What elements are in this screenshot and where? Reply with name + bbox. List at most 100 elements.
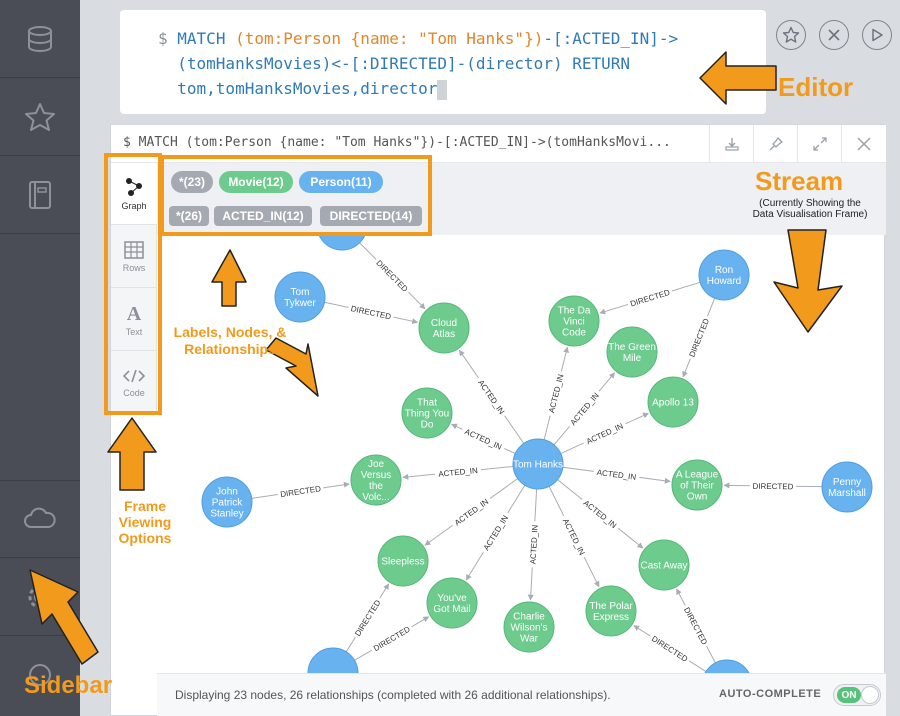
tab-text[interactable]: A Text: [111, 289, 157, 351]
node-caption: Howard: [707, 276, 741, 287]
node-circle[interactable]: [512, 438, 564, 490]
favorite-button[interactable]: [776, 20, 806, 50]
relationship-label-bg: [372, 255, 413, 296]
editor-annotation: Editor: [778, 72, 854, 102]
toggle-knob: [861, 686, 879, 704]
rel-directed-tag[interactable]: DIRECTED(14): [320, 206, 422, 226]
node-caption: Stanley: [210, 509, 243, 520]
relationship-label: DIRECTED: [688, 317, 712, 359]
label-person-pill[interactable]: Person(11): [299, 171, 383, 193]
node-caption: the: [369, 481, 383, 492]
node-caption: Patrick: [212, 498, 244, 509]
movie-node[interactable]: Apollo 13: [647, 376, 699, 428]
clear-x-icon: [828, 29, 840, 41]
node-caption: You've: [437, 593, 467, 604]
sidebar-item-about[interactable]: [0, 636, 80, 714]
tab-code[interactable]: Code: [111, 352, 157, 414]
label-all-pill[interactable]: *(23): [171, 171, 213, 193]
node-circle[interactable]: [274, 271, 326, 323]
label-movie-pill[interactable]: Movie(12): [219, 171, 293, 193]
node-caption: Express: [593, 612, 629, 623]
autocomplete-toggle[interactable]: ON: [833, 684, 881, 706]
sidebar-item-favorites[interactable]: [0, 78, 80, 156]
about-icon: [29, 664, 51, 686]
node-circle[interactable]: [418, 302, 470, 354]
node-circle[interactable]: [377, 535, 429, 587]
node-caption: Cast Away: [640, 561, 687, 572]
node-circle[interactable]: [401, 387, 453, 439]
graph-icon: [126, 177, 142, 196]
relationship-label-bg: [478, 509, 512, 555]
download-button[interactable]: [709, 125, 753, 163]
movie-node[interactable]: JoeVersustheVolc...: [350, 454, 402, 506]
tab-rows[interactable]: Rows: [111, 226, 157, 288]
relationship-label: DIRECTED: [372, 625, 412, 654]
editor-keyword-return: RETURN: [572, 54, 631, 73]
movie-node[interactable]: Cast Away: [638, 539, 690, 591]
query-editor[interactable]: $ MATCH (tom:Person {name: "Tom Hanks"})…: [120, 10, 766, 114]
clear-button[interactable]: [819, 20, 849, 50]
tab-graph[interactable]: Graph: [111, 163, 157, 225]
star-icon: [25, 102, 55, 131]
relationship-label-bg: [680, 602, 712, 649]
editor-line2: (tomHanksMovies)<-[:DIRECTED]-(director): [177, 54, 573, 73]
sidebar-item-database[interactable]: [0, 0, 80, 78]
relationship-label-bg: [434, 463, 482, 480]
person-node[interactable]: Tom Hanks: [512, 438, 564, 490]
legend-bar: *(23) Movie(12) Person(11) *(26) ACTED_I…: [157, 163, 886, 235]
node-circle[interactable]: [307, 647, 359, 673]
node-caption: Charlie: [513, 612, 545, 623]
frame-status-bar: Displaying 23 nodes, 26 relationships (c…: [157, 673, 886, 716]
movie-node[interactable]: Sleepless: [377, 535, 429, 587]
node-circle[interactable]: [671, 459, 723, 511]
node-circle[interactable]: [503, 601, 555, 653]
sidebar-item-settings[interactable]: [0, 558, 80, 636]
relationship-label: ACTED_IN: [482, 514, 511, 553]
node-circle[interactable]: [647, 376, 699, 428]
node-circle[interactable]: [606, 326, 658, 378]
rel-acted-in-tag[interactable]: ACTED_IN(12): [214, 206, 312, 226]
relationship-label: ACTED_IN: [438, 466, 478, 479]
node-circle[interactable]: [201, 476, 253, 528]
editor-node-pattern: (tom:Person {name: "Tom Hanks"}): [235, 29, 544, 48]
person-node[interactable]: [702, 659, 752, 673]
relationship-label: DIRECTED: [280, 484, 322, 499]
run-button[interactable]: [862, 20, 892, 50]
relationship-label: ACTED_IN: [528, 524, 539, 564]
node-circle[interactable]: [698, 249, 750, 301]
sidebar-item-cloud[interactable]: [0, 480, 80, 558]
node-caption: Volc...: [362, 492, 389, 503]
run-play-icon: [872, 28, 883, 42]
pin-button[interactable]: [753, 125, 797, 163]
node-circle[interactable]: [638, 539, 690, 591]
node-circle[interactable]: [350, 454, 402, 506]
node-circle[interactable]: [426, 577, 478, 629]
node-circle[interactable]: [821, 461, 873, 513]
sidebar-item-documents[interactable]: [0, 156, 80, 234]
close-frame-button[interactable]: [841, 125, 885, 163]
expand-button[interactable]: [797, 125, 841, 163]
rel-all-tag[interactable]: *(26): [169, 206, 209, 226]
editor-code[interactable]: $ MATCH (tom:Person {name: "Tom Hanks"})…: [158, 26, 678, 101]
frame-query-text[interactable]: $ MATCH (tom:Person {name: "Tom Hanks"})…: [123, 135, 671, 150]
person-node[interactable]: [307, 647, 359, 673]
favorite-star-icon: [782, 26, 800, 43]
node-circle[interactable]: [548, 295, 600, 347]
code-icon: [123, 369, 145, 383]
node-circle[interactable]: [585, 585, 637, 637]
node-circle[interactable]: [702, 659, 752, 673]
sidebar: [0, 0, 80, 716]
